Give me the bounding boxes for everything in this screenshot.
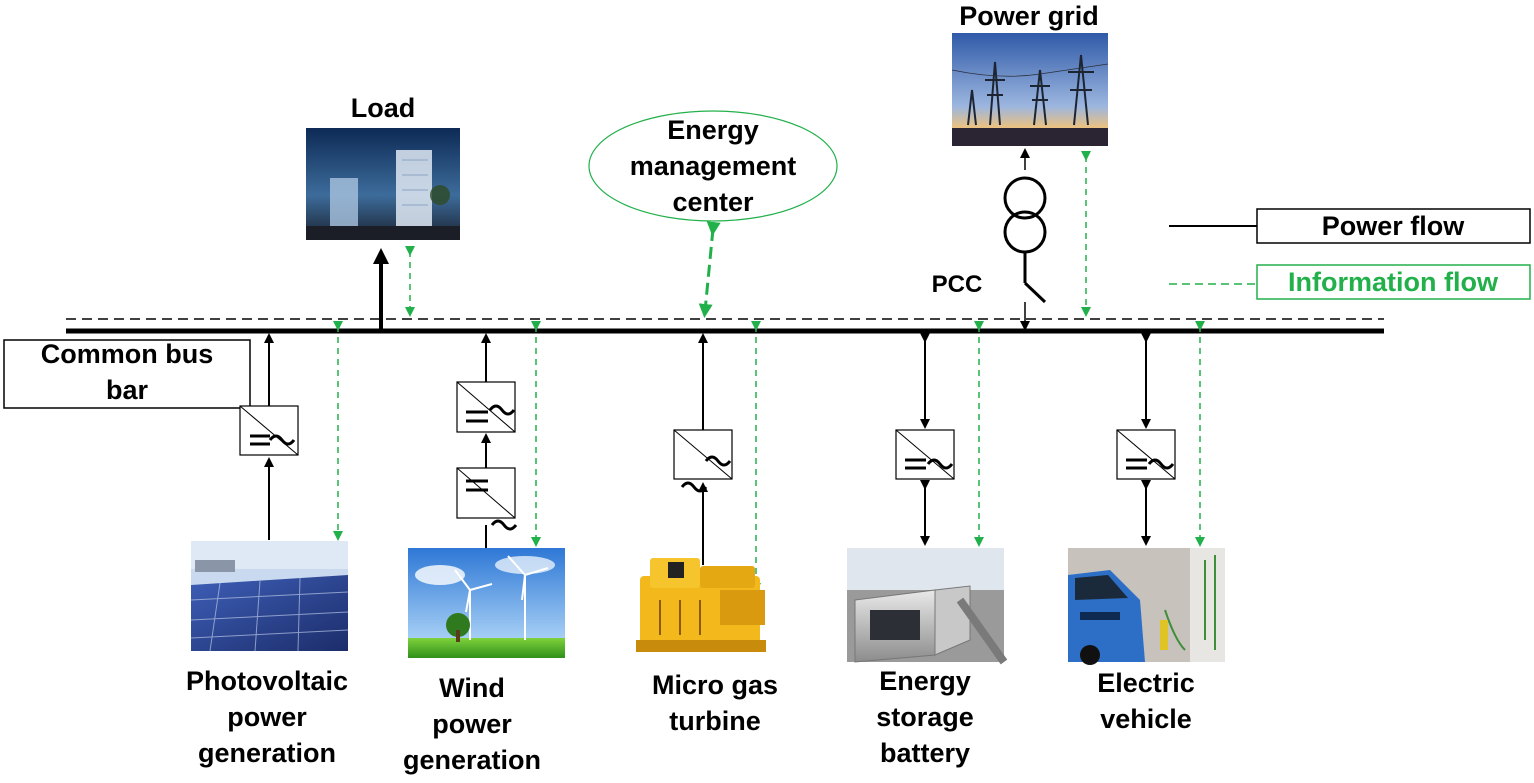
gas-label-line1: Micro gas [652, 670, 778, 700]
dc-ac-converter-icon [1116, 429, 1176, 480]
transformer-icon [1003, 176, 1047, 254]
pv-label-line1: Photovoltaic [186, 666, 348, 696]
pv-label-line2: power [227, 702, 307, 732]
dc-ac-converter-icon [239, 405, 299, 456]
wind-image [408, 548, 565, 658]
storage-label-line2: storage [876, 702, 974, 732]
dc-ac-converter-icon [895, 429, 955, 480]
legend-information-flow: Information flow [1288, 267, 1499, 297]
ev-label-line2: vehicle [1100, 704, 1192, 734]
storage-label-line1: Energy [879, 666, 971, 696]
load-image [306, 128, 460, 240]
pv-label-line3: generation [198, 738, 336, 768]
ev-image [1068, 548, 1225, 665]
energy-management-center: Energy management center [588, 110, 838, 222]
pcc-label: PCC [932, 271, 983, 298]
power-grid-image [951, 33, 1109, 146]
storage-image [847, 548, 1008, 665]
emc-line1: Energy [667, 115, 759, 145]
emc-line3: center [672, 187, 754, 217]
ac-ac-converter-icon [673, 429, 733, 493]
pv-image [190, 541, 349, 652]
ac-dc-converter-icon [456, 467, 518, 531]
emc-info-arrow [698, 221, 721, 318]
load-title: Load [351, 93, 416, 123]
legend: Power flow Information flow [1169, 208, 1531, 300]
gas-turbine-image [636, 558, 766, 652]
emc-line2: management [630, 151, 797, 181]
legend-power-flow: Power flow [1322, 211, 1466, 241]
bus-label-box: Common bus bar [3, 339, 251, 409]
power-grid-title: Power grid [959, 1, 1099, 31]
pcc-switch-icon [1023, 252, 1047, 304]
bus-label-line2: bar [106, 375, 149, 405]
bus-label-line1: Common bus [41, 339, 214, 369]
wind-label-line3: generation [403, 745, 541, 775]
gas-label-line2: turbine [669, 706, 761, 736]
ev-label-line1: Electric [1097, 668, 1195, 698]
storage-label-line3: battery [880, 738, 970, 768]
dc-ac-converter-icon [456, 381, 516, 433]
wind-label-line2: power [432, 709, 512, 739]
wind-label-line1: Wind [439, 673, 505, 703]
